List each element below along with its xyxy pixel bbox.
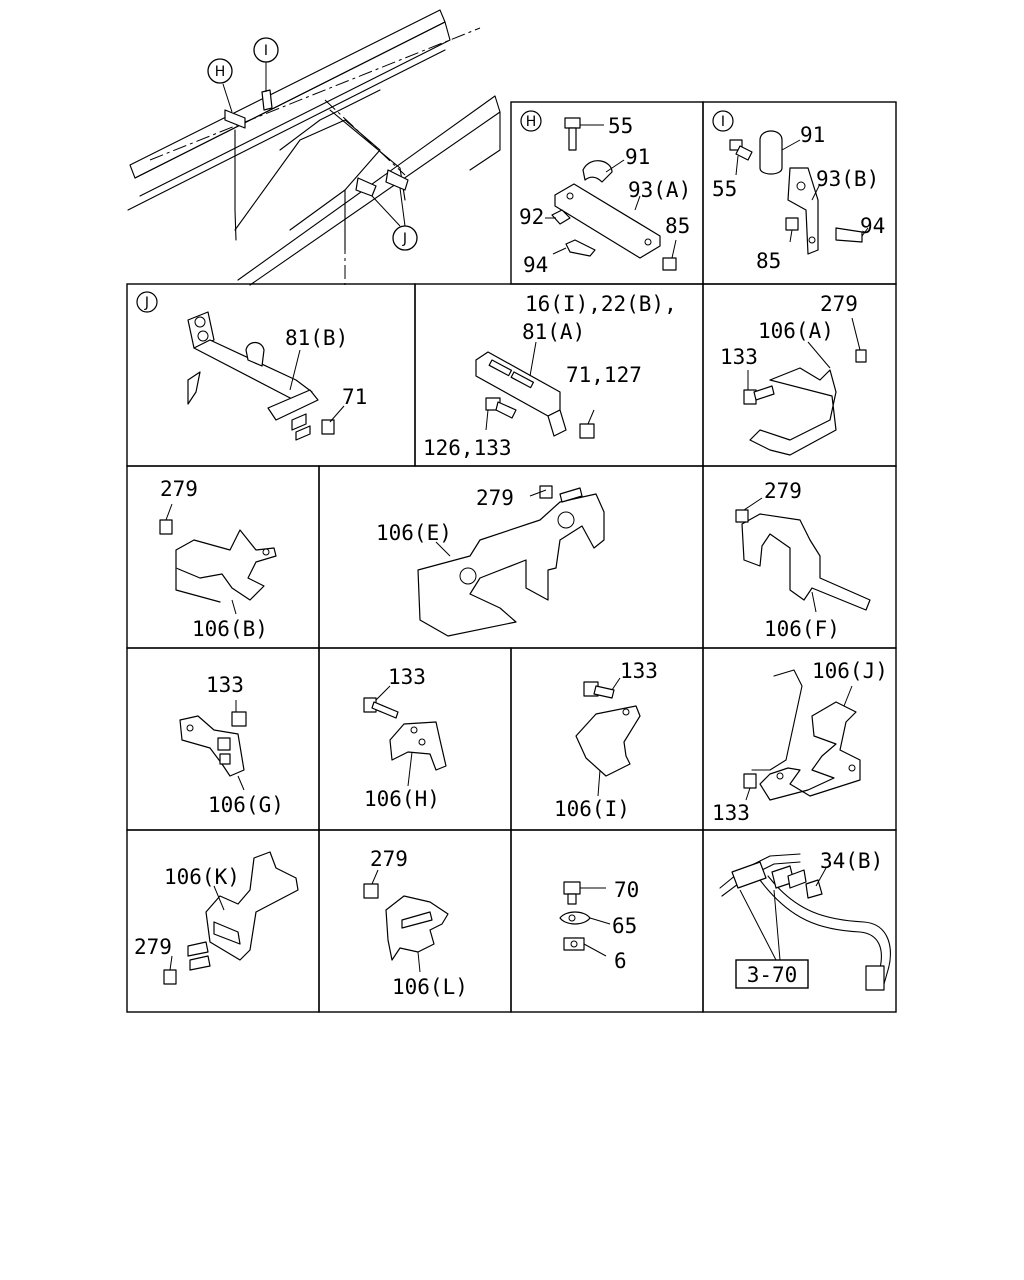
label-71-127: 71,127 xyxy=(566,363,642,387)
label-106e: 106(E) xyxy=(376,521,452,545)
label-91: 91 xyxy=(800,123,825,147)
cell-bracket-106g: 133 106(G) xyxy=(179,673,284,817)
cell-bracket-81a: 16(I),22(B), 81(A) 71,127 126,133 xyxy=(423,292,677,460)
label-279: 279 xyxy=(160,477,198,501)
cell-h-bracket-assembly: H 55 91 93(A) 92 85 94 xyxy=(519,110,691,277)
label-92: 92 xyxy=(519,205,544,229)
label-16i-22b: 16(I),22(B), xyxy=(525,292,677,316)
cell-bracket-106f: 279 106(F) xyxy=(735,479,871,641)
label-34b: 34(B) xyxy=(820,849,883,873)
label-70: 70 xyxy=(614,878,639,902)
reference-box xyxy=(735,959,809,989)
svg-text:H: H xyxy=(215,64,226,80)
svg-text:J: J xyxy=(402,231,407,247)
cell-bracket-106a: 279 106(A) 133 xyxy=(720,292,867,456)
svg-text:J: J xyxy=(144,295,149,311)
cell-clip-set: 70 65 6 xyxy=(559,878,639,973)
label-106j: 106(J) xyxy=(812,659,888,683)
label-55: 55 xyxy=(712,177,737,201)
label-71: 71 xyxy=(342,385,367,409)
label-106g: 106(G) xyxy=(208,793,284,817)
label-279: 279 xyxy=(370,847,408,871)
label-106i: 106(I) xyxy=(554,797,630,821)
cell-pipe-assembly: 34(B) 3-70 xyxy=(719,849,891,991)
marker-I-callout: I xyxy=(253,37,279,63)
label-279: 279 xyxy=(820,292,858,316)
label-106a: 106(A) xyxy=(758,319,834,343)
svg-text:I: I xyxy=(721,114,725,130)
label-94: 94 xyxy=(523,253,548,277)
label-106k: 106(K) xyxy=(164,865,240,889)
label-279: 279 xyxy=(764,479,802,503)
grid-frames xyxy=(126,101,897,1013)
label-126-133: 126,133 xyxy=(423,436,512,460)
label-133: 133 xyxy=(388,665,426,689)
label-6: 6 xyxy=(614,949,627,973)
label-85: 85 xyxy=(665,214,690,238)
label-93a: 93(A) xyxy=(628,178,691,202)
label-106h: 106(H) xyxy=(364,787,440,811)
chassis-frame-overview xyxy=(127,9,501,286)
cell-bracket-106j: 106(J) 133 xyxy=(712,659,888,825)
label-279: 279 xyxy=(476,486,514,510)
label-133: 133 xyxy=(620,659,658,683)
cell-bracket-106e: 279 106(E) xyxy=(376,485,605,637)
cell-bracket-106b: 279 106(B) xyxy=(159,477,277,641)
label-94: 94 xyxy=(860,214,885,238)
label-65: 65 xyxy=(612,914,637,938)
label-3-70: 3-70 xyxy=(747,963,798,987)
label-106f: 106(F) xyxy=(764,617,840,641)
label-85: 85 xyxy=(756,249,781,273)
marker-J-callout: J xyxy=(392,225,418,251)
cell-bracket-106k: 106(K) 279 xyxy=(134,851,299,985)
cell-j-bracket-81b: J 81(B) 71 xyxy=(136,291,367,441)
label-133: 133 xyxy=(206,673,244,697)
label-133: 133 xyxy=(720,345,758,369)
marker-H-callout: H xyxy=(207,58,233,84)
cell-bracket-106h: 133 106(H) xyxy=(363,665,447,811)
cell-bracket-106i: 133 106(I) xyxy=(554,659,658,821)
svg-text:I: I xyxy=(264,43,268,59)
label-279: 279 xyxy=(134,935,172,959)
label-93b: 93(B) xyxy=(816,167,879,191)
label-91: 91 xyxy=(625,145,650,169)
label-55: 55 xyxy=(608,114,633,138)
label-106l: 106(L) xyxy=(392,975,468,999)
cell-i-bracket-assembly: I 91 55 93(B) 94 85 xyxy=(712,110,885,273)
label-133: 133 xyxy=(712,801,750,825)
label-81b: 81(B) xyxy=(285,326,348,350)
cell-bracket-106l: 279 106(L) xyxy=(363,847,468,999)
label-81a: 81(A) xyxy=(522,320,585,344)
svg-text:H: H xyxy=(526,114,537,130)
label-106b: 106(B) xyxy=(192,617,268,641)
